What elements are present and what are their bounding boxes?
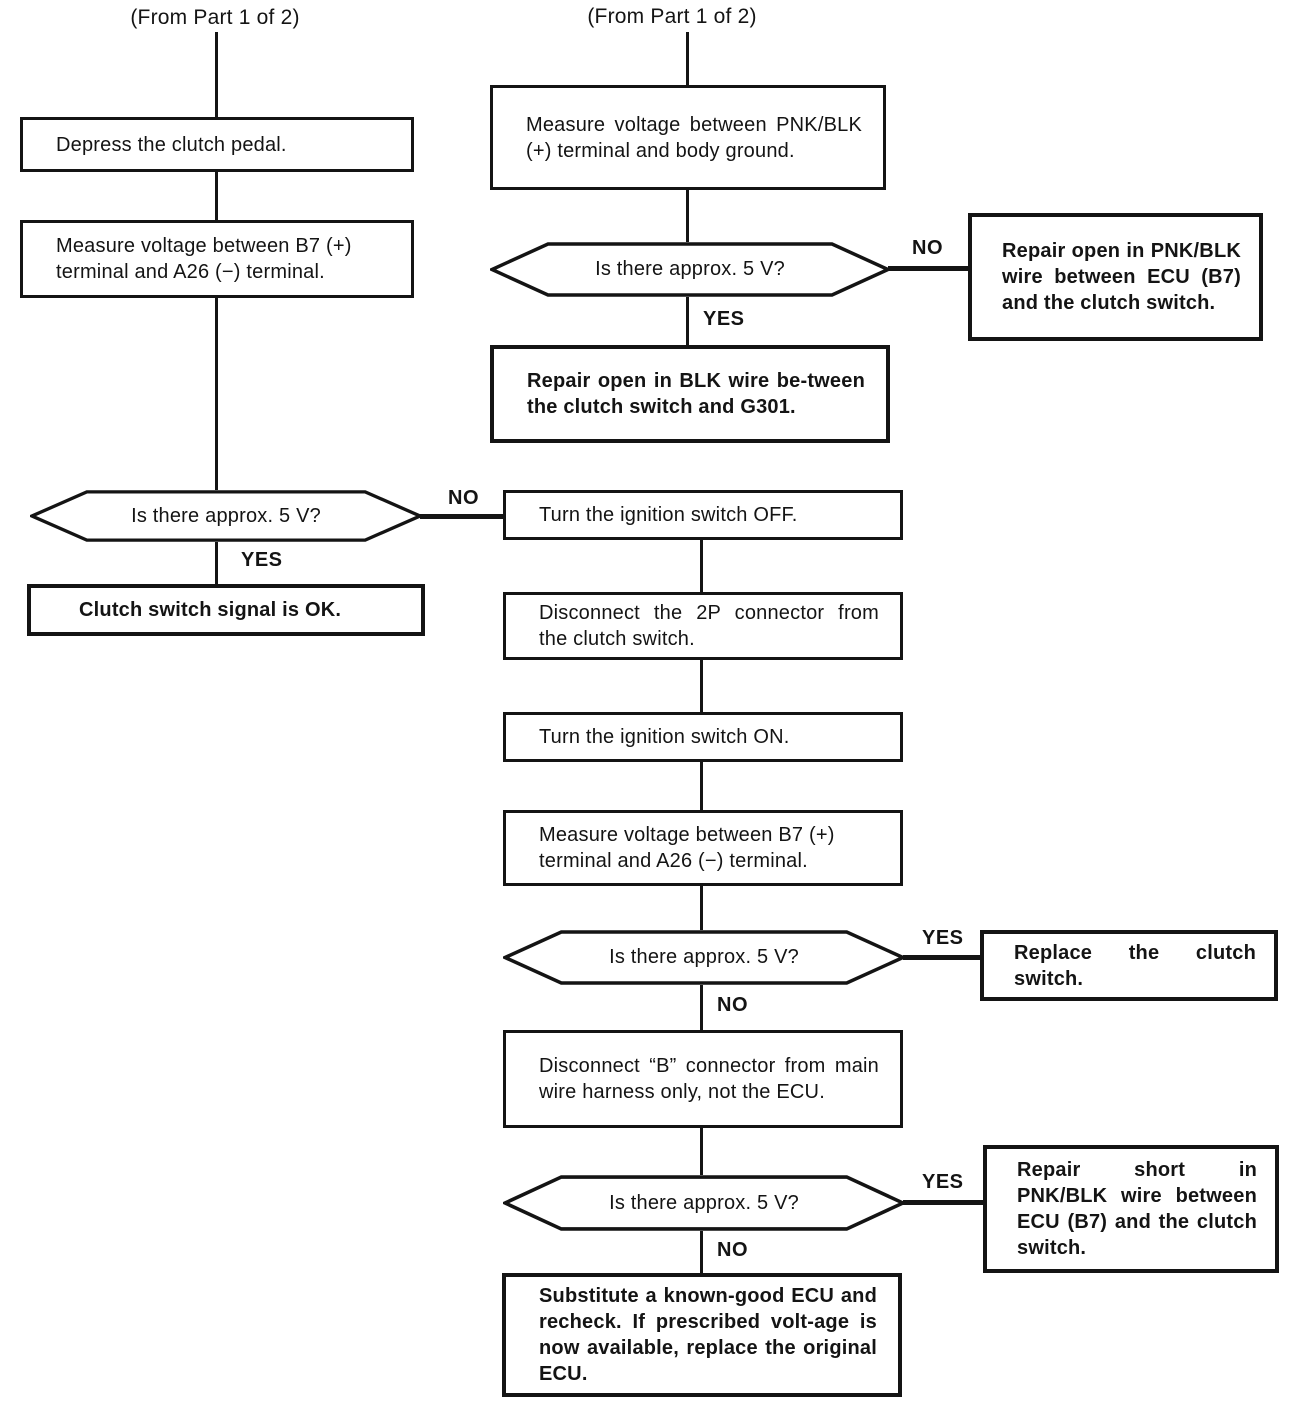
- connector-right-6: [700, 762, 703, 810]
- decision-hexagon-shape: [490, 242, 890, 297]
- connector-left-no-branch: [420, 514, 505, 519]
- process-depress-clutch-pedal: Depress the clutch pedal.: [20, 117, 414, 172]
- decision-approx-5v-2-label: Is there approx. 5 V?: [609, 946, 799, 968]
- decision-approx-5v-left: Is there approx. 5 V?: [30, 490, 422, 542]
- connector-right-9: [700, 1128, 703, 1175]
- process-ignition-off-label: Turn the ignition switch OFF.: [539, 504, 798, 526]
- decision-approx-5v-2: Is there approx. 5 V?: [503, 930, 905, 985]
- connector-right-4: [700, 540, 703, 592]
- decision-approx-5v-1: Is there approx. 5 V?: [490, 242, 890, 297]
- result-repair-short-pnk-blk: Repair short in PNK/BLK wire between ECU…: [983, 1145, 1279, 1273]
- process-depress-clutch-pedal-label: Depress the clutch pedal.: [56, 133, 287, 156]
- label-yes-decision1: YES: [703, 308, 745, 330]
- label-yes-decision2: YES: [922, 927, 964, 949]
- connector-decision3-yes-branch: [903, 1200, 983, 1205]
- process-measure-b7-a26-left: Measure voltage between B7 (+) terminal …: [20, 220, 414, 298]
- connector-right-1: [686, 32, 689, 85]
- process-disconnect-2p: Disconnect the 2P connector from the clu…: [503, 592, 903, 660]
- result-clutch-switch-ok-label: Clutch switch signal is OK.: [79, 599, 342, 621]
- decision-approx-5v-3-label: Is there approx. 5 V?: [609, 1191, 799, 1214]
- label-yes-decision3: YES: [922, 1171, 964, 1193]
- decision-hexagon-shape: [30, 490, 422, 542]
- process-measure-b7-a26-right: Measure voltage between B7 (+) terminal …: [503, 810, 903, 886]
- result-repair-open-blk-label: Repair open in BLK wire be-tween the clu…: [527, 370, 865, 418]
- result-repair-open-blk: Repair open in BLK wire be-tween the clu…: [490, 345, 890, 443]
- process-measure-b7-a26-left-label: Measure voltage between B7 (+) terminal …: [56, 235, 352, 283]
- label-no-decision3: NO: [717, 1239, 748, 1261]
- process-measure-pnk-blk-label: Measure voltage between PNK/BLK (+) term…: [526, 113, 862, 162]
- result-replace-clutch-switch-label: Replace the clutch switch.: [1014, 941, 1256, 990]
- label-no-decision1: NO: [912, 237, 943, 259]
- connector-right-3: [686, 297, 689, 345]
- connector-right-7: [700, 886, 703, 930]
- result-repair-open-pnk-blk-label: Repair open in PNK/BLK wire between ECU …: [1002, 240, 1241, 314]
- process-disconnect-b-connector: Disconnect “B” connector from main wire …: [503, 1030, 903, 1128]
- result-clutch-switch-ok: Clutch switch signal is OK.: [27, 584, 425, 636]
- decision-approx-5v-left-label: Is there approx. 5 V?: [131, 504, 321, 527]
- connector-decision1-no-branch: [888, 266, 968, 271]
- decision-hexagon-shape: [503, 930, 905, 985]
- result-substitute-ecu: Substitute a known-good ECU and recheck.…: [502, 1273, 902, 1397]
- label-no-decision2: NO: [717, 994, 748, 1016]
- decision-approx-5v-1-label: Is there approx. 5 V?: [595, 258, 785, 280]
- process-disconnect-2p-label: Disconnect the 2P connector from the clu…: [539, 602, 879, 650]
- connector-right-10: [700, 1231, 703, 1273]
- process-measure-b7-a26-right-label: Measure voltage between B7 (+) terminal …: [539, 824, 835, 872]
- connector-right-8: [700, 985, 703, 1030]
- decision-hexagon-shape: [503, 1175, 905, 1231]
- result-replace-clutch-switch: Replace the clutch switch.: [980, 930, 1278, 1001]
- label-yes-left: YES: [241, 549, 283, 571]
- process-measure-pnk-blk: Measure voltage between PNK/BLK (+) term…: [490, 85, 886, 190]
- process-ignition-on-label: Turn the ignition switch ON.: [539, 726, 790, 748]
- result-repair-open-pnk-blk: Repair open in PNK/BLK wire between ECU …: [968, 213, 1263, 341]
- from-part-label-left: (From Part 1 of 2): [130, 6, 300, 29]
- connector-left-1: [215, 32, 218, 117]
- connector-right-2: [686, 190, 689, 242]
- process-ignition-on: Turn the ignition switch ON.: [503, 712, 903, 762]
- result-substitute-ecu-label: Substitute a known-good ECU and recheck.…: [539, 1285, 877, 1385]
- connector-decision2-yes-branch: [903, 955, 980, 960]
- result-repair-short-pnk-blk-label: Repair short in PNK/BLK wire between ECU…: [1017, 1159, 1257, 1259]
- connector-left-4: [215, 542, 218, 584]
- connector-left-3: [215, 298, 218, 490]
- label-no-left: NO: [448, 487, 479, 509]
- connector-right-5: [700, 660, 703, 712]
- process-ignition-off: Turn the ignition switch OFF.: [503, 490, 903, 540]
- decision-approx-5v-3: Is there approx. 5 V?: [503, 1175, 905, 1231]
- process-disconnect-b-connector-label: Disconnect “B” connector from main wire …: [539, 1055, 879, 1103]
- from-part-label-right: (From Part 1 of 2): [587, 5, 757, 28]
- connector-left-2: [215, 172, 218, 220]
